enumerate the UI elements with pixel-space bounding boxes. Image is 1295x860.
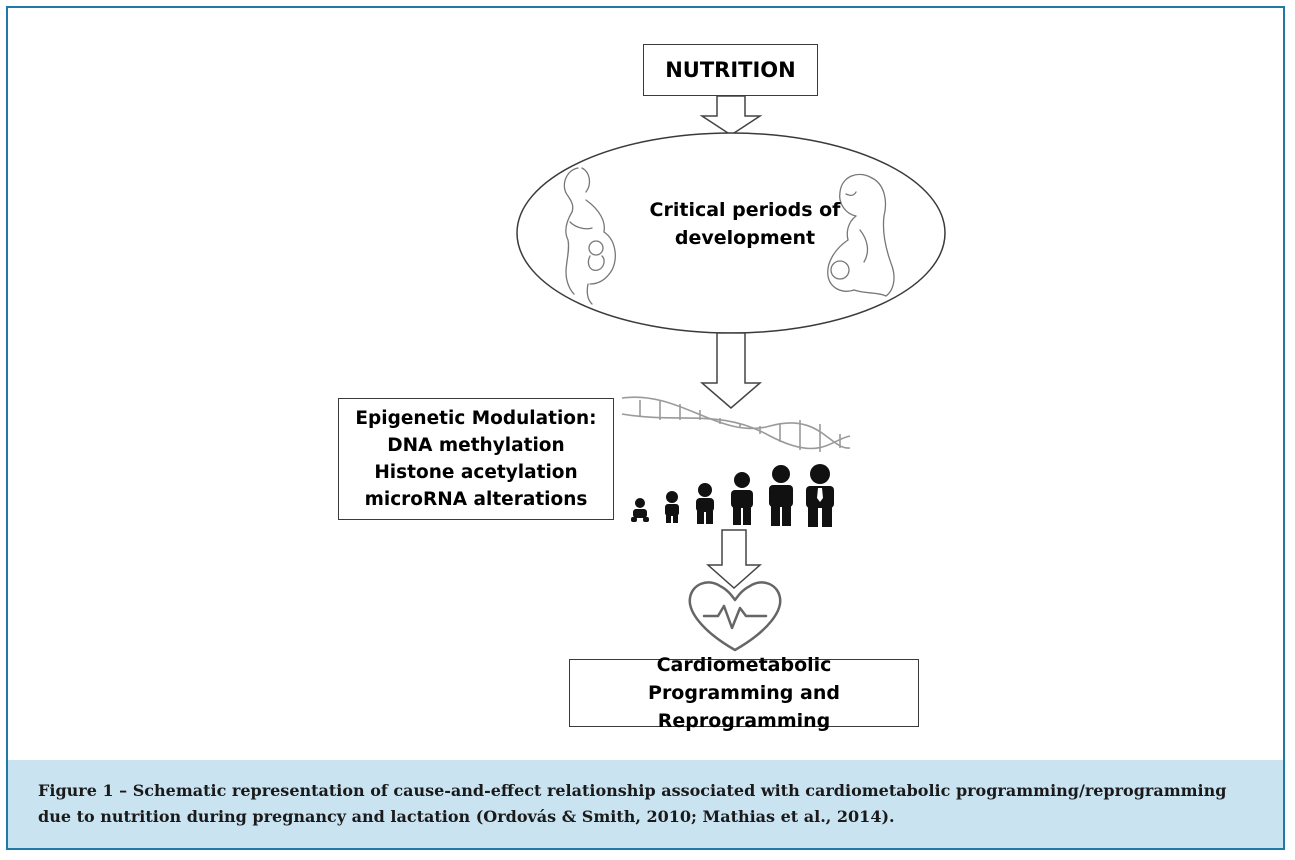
cardiometabolic-box: Cardiometabolic Programming and Reprogra… [569, 654, 919, 732]
teen-figure-icon [731, 472, 753, 525]
figure-caption: Figure 1 – Schematic representation of c… [8, 760, 1283, 848]
down-arrow-3 [706, 529, 762, 590]
baby-figure-icon [631, 498, 649, 522]
down-arrow-1 [699, 95, 763, 136]
caption-text: Figure 1 – Schematic representation of c… [38, 781, 1227, 826]
epigenetic-item: Histone acetylation [374, 462, 578, 483]
down-arrow-2 [699, 332, 763, 409]
epigenetic-title: Epigenetic Modulation: [355, 408, 597, 429]
heart-pulse-icon [688, 581, 782, 652]
outcome-line2: Programming and Reprogramming [648, 682, 840, 732]
nutrition-box: NUTRITION [643, 44, 818, 96]
pregnant-woman-icon [563, 167, 616, 305]
epigenetic-item: microRNA alterations [364, 489, 588, 510]
child-figure-icon [696, 483, 714, 524]
human-growth-stages-icon [631, 464, 834, 527]
epigenetic-item: DNA methylation [387, 435, 565, 456]
young-adult-figure-icon [769, 465, 793, 526]
nutrition-label: NUTRITION [665, 58, 796, 82]
critical-periods-label: Critical periods of development [620, 196, 870, 252]
critical-periods-line2: of [819, 199, 841, 221]
critical-periods-line1: Critical periods [649, 199, 813, 221]
critical-periods-line3: development [674, 227, 816, 249]
dna-helix-icon [621, 396, 851, 452]
adult-figure-icon [806, 464, 834, 527]
outcome-line1: Cardiometabolic [656, 654, 832, 676]
diagram-canvas [516, 95, 946, 652]
epigenetic-modulation-box: Epigenetic Modulation: DNA methylation H… [338, 398, 614, 520]
toddler-figure-icon [665, 491, 679, 523]
breastfeeding-mother-icon [827, 173, 895, 297]
